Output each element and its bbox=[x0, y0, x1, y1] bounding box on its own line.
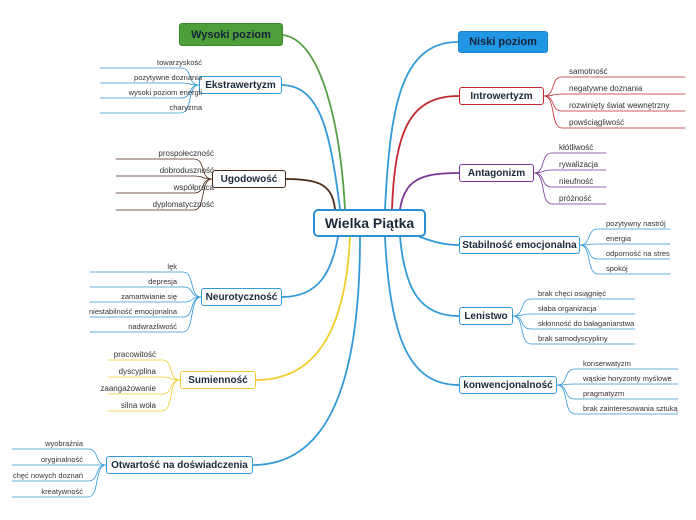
leaf-calmness: spokój bbox=[606, 264, 628, 273]
leaf-connector bbox=[89, 271, 202, 298]
branch-agreeableness bbox=[285, 178, 336, 210]
branch-high-level bbox=[282, 34, 346, 210]
branch-low-level bbox=[384, 41, 459, 210]
leaf-pragmatism: pragmatyzm bbox=[583, 389, 625, 398]
leaf-restraint: powściągliwość bbox=[569, 118, 625, 127]
leaf-loneliness: samotność bbox=[569, 67, 608, 76]
trait-conscientiousness[interactable]: Sumienność bbox=[180, 371, 256, 389]
leaf-distrust: nieufność bbox=[559, 177, 594, 186]
branch-introversion bbox=[391, 95, 460, 210]
leaf-poor-organization: słaba organizacja bbox=[538, 304, 597, 313]
leaf-diplomacy: dyplomatyczność bbox=[152, 200, 214, 209]
trait-openness[interactable]: Otwartość na doświadczenia bbox=[106, 456, 253, 474]
leaf-connector bbox=[99, 67, 200, 86]
trait-agreeableness[interactable]: Ugodowość bbox=[212, 170, 286, 188]
leaf-conservatism: konserwatyzm bbox=[583, 359, 631, 368]
branch-neuroticism bbox=[281, 236, 339, 298]
trait-emotional-stability[interactable]: Stabilność emocjonalna bbox=[459, 236, 580, 254]
leaf-good-nature: dobroduszność bbox=[159, 166, 214, 175]
central-topic[interactable]: Wielka Piątka bbox=[313, 209, 426, 237]
high-level-header[interactable]: Wysoki poziom bbox=[179, 23, 283, 46]
leaf-originality: oryginalność bbox=[40, 455, 83, 464]
leaf-connector bbox=[556, 384, 679, 415]
leaf-rivalry: rywalizacja bbox=[559, 160, 599, 169]
leaf-connector bbox=[556, 383, 679, 386]
branch-antagonism bbox=[399, 172, 460, 210]
leaf-charisma: charyzma bbox=[169, 103, 202, 112]
leaf-connector bbox=[579, 244, 671, 275]
leaf-connector bbox=[512, 315, 636, 345]
leaf-vanity: próżność bbox=[559, 194, 592, 203]
leaf-oversensitivity: nadwrażliwość bbox=[128, 322, 177, 331]
leaf-connector bbox=[11, 464, 107, 498]
leaf-positive-mood: pozytywny nastrój bbox=[606, 219, 666, 228]
leaf-connector bbox=[512, 313, 636, 317]
leaf-creativity: kreatywność bbox=[41, 487, 83, 496]
leaf-no-achievement-drive: brak chęci osiągnięć bbox=[538, 289, 606, 298]
leaf-messiness: skłonność do bałaganiarstwa bbox=[538, 319, 635, 328]
leaf-inner-world: rozwinięty świat wewnętrzny bbox=[569, 101, 670, 110]
leaf-worrying: zamartwianie się bbox=[121, 292, 177, 301]
leaf-narrow-horizons: wąskie horyzonty myślowe bbox=[583, 374, 672, 383]
branch-openness bbox=[252, 236, 361, 466]
leaf-connector bbox=[11, 448, 107, 466]
leaf-connector bbox=[115, 158, 213, 180]
leaf-connector bbox=[115, 175, 213, 180]
leaf-depression: depresja bbox=[148, 277, 177, 286]
branch-conscientiousness bbox=[255, 236, 351, 381]
leaf-connector bbox=[579, 243, 671, 246]
leaf-discipline: dyscyplina bbox=[118, 367, 156, 376]
leaf-connector bbox=[543, 93, 686, 97]
leaf-connector bbox=[107, 359, 181, 381]
trait-antagonism[interactable]: Antagonizm bbox=[459, 164, 534, 182]
trait-extraversion[interactable]: Ekstrawertyzm bbox=[199, 76, 282, 94]
leaf-connector bbox=[89, 286, 202, 298]
branch-extraversion bbox=[281, 84, 341, 210]
leaf-no-art-interest: brak zainteresowania sztuką bbox=[583, 404, 678, 413]
trait-conventionality[interactable]: konwencjonalność bbox=[459, 376, 557, 394]
leaf-connector bbox=[107, 379, 181, 412]
leaf-connector bbox=[99, 84, 200, 114]
trait-introversion[interactable]: Introwertyzm bbox=[459, 87, 544, 105]
leaf-anxiety: lęk bbox=[167, 262, 177, 271]
leaf-connector bbox=[107, 376, 181, 381]
branch-laziness bbox=[399, 236, 460, 317]
leaf-connector bbox=[543, 76, 686, 97]
trait-neuroticism[interactable]: Neurotyczność bbox=[201, 288, 282, 306]
leaf-quarrelsomeness: kłótliwość bbox=[559, 143, 594, 152]
leaf-connector bbox=[533, 169, 607, 174]
leaf-prosociality: prospołeczność bbox=[158, 149, 214, 158]
leaf-diligence: pracowitość bbox=[113, 350, 156, 359]
leaf-willpower: silna wola bbox=[120, 401, 156, 410]
leaf-connector bbox=[556, 368, 679, 386]
leaf-connector bbox=[512, 298, 636, 317]
leaf-sociability: towarzyskość bbox=[156, 58, 202, 67]
leaf-connector bbox=[543, 95, 686, 129]
leaf-connector bbox=[533, 152, 607, 174]
leaf-connector bbox=[115, 178, 213, 211]
leaf-negative-experiences: negatywne doznania bbox=[569, 84, 643, 93]
leaf-connector bbox=[99, 82, 200, 86]
leaf-energy: energia bbox=[606, 234, 632, 243]
leaf-no-self-discipline: brak samodyscypliny bbox=[538, 334, 608, 343]
trait-laziness[interactable]: Lenistwo bbox=[459, 307, 513, 325]
branch-emotional-stability bbox=[419, 236, 460, 246]
low-level-header[interactable]: Niski poziom bbox=[458, 31, 548, 53]
leaf-high-energy: wysoki poziom energii bbox=[128, 88, 202, 97]
leaf-emotional-instability: niestabilność emocjonalna bbox=[89, 307, 177, 316]
leaf-imagination: wyobraźnia bbox=[45, 439, 83, 448]
leaf-novelty-seeking: chęć nowych doznań bbox=[12, 471, 83, 480]
leaf-connector bbox=[533, 172, 607, 205]
leaf-commitment: zaangażowanie bbox=[100, 384, 156, 393]
branch-conventionality bbox=[384, 236, 460, 386]
leaf-connector bbox=[89, 296, 202, 333]
leaf-stress-resistance: odporność na stres bbox=[606, 249, 670, 258]
leaf-cooperation: współpraca bbox=[173, 183, 214, 192]
leaf-positive-experiences: pozytywne doznania bbox=[134, 73, 202, 82]
leaf-connector bbox=[579, 228, 671, 246]
